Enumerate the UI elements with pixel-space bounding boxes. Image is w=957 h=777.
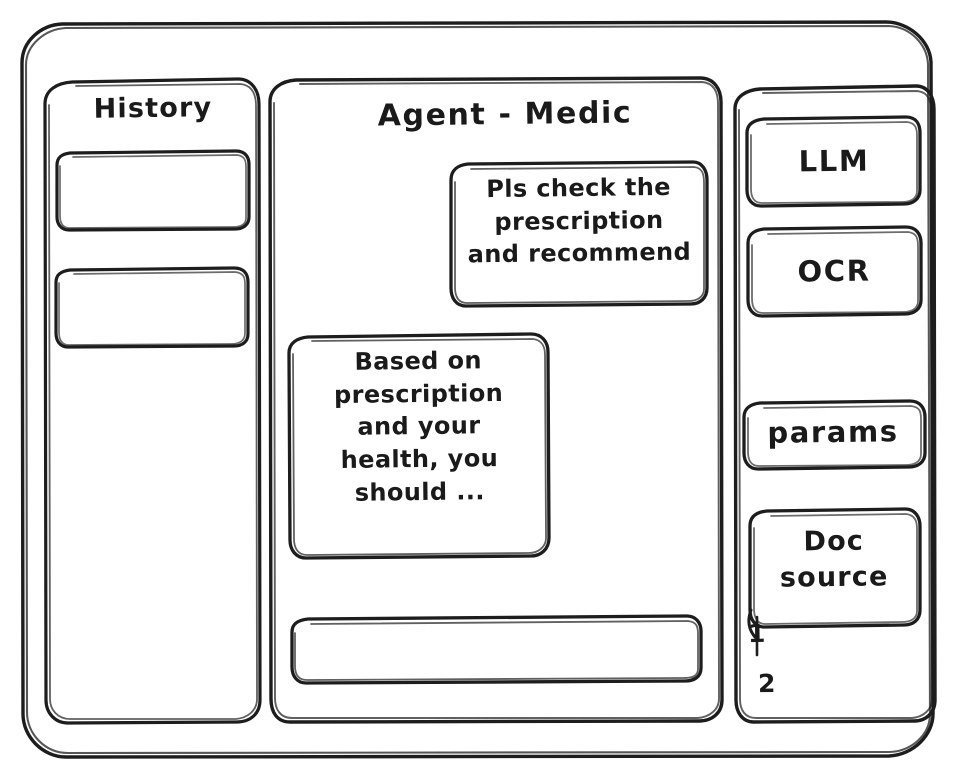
doc-list-item-1[interactable]: 1 — [747, 618, 767, 649]
agent-message-text: Based on prescription and your health, y… — [333, 346, 504, 507]
message-input[interactable] — [300, 636, 692, 641]
doc-list-item-2[interactable]: 2 — [757, 668, 777, 699]
params-button[interactable]: params — [767, 414, 899, 450]
sidebar-item-history-1[interactable] — [58, 151, 249, 229]
ocr-button[interactable]: OCR — [797, 253, 871, 289]
history-panel-title: History — [93, 92, 213, 125]
composer-input-outline — [290, 614, 703, 685]
doc-source-button[interactable]: Doc source — [779, 525, 889, 595]
llm-button[interactable]: LLM — [798, 143, 870, 179]
user-message-text: Pls check the prescription and recommend — [467, 172, 692, 269]
sidebar-item-history-2[interactable] — [58, 267, 249, 346]
page-title: Agent - Medic — [377, 95, 633, 134]
